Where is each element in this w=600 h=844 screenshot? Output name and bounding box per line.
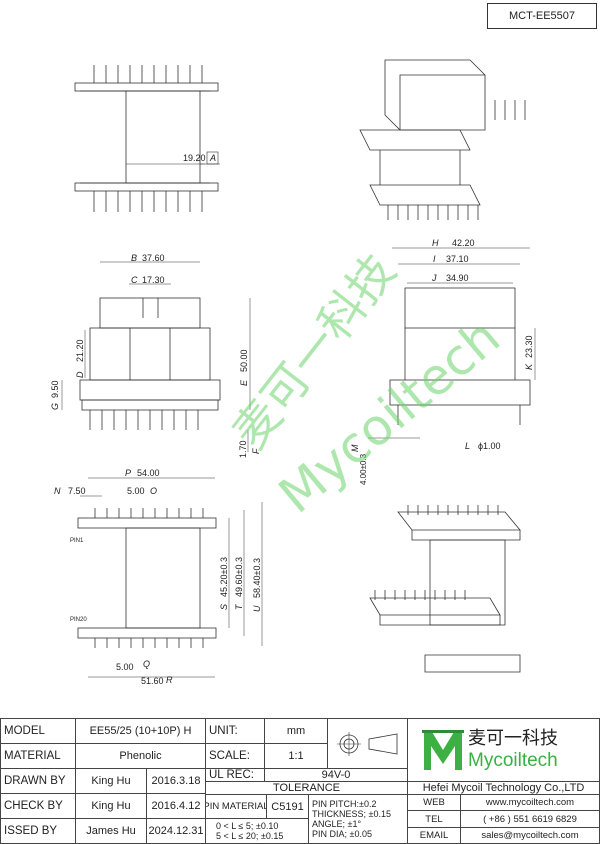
svg-text:C: C <box>131 275 138 285</box>
svg-text:D: D <box>75 371 85 378</box>
company-name: Hefei Mycoil Technology Co.,LTD <box>407 781 600 795</box>
front-view <box>74 65 220 212</box>
svg-text:E: E <box>239 379 249 386</box>
length-tolerance: 0 < L ≤ 5; ±0.10 5 < L ≤ 20; ±0.15 <box>205 818 309 844</box>
dim-O-value: 5.00 <box>127 486 145 496</box>
tol-line1: 0 < L ≤ 5; ±0.10 <box>216 821 279 831</box>
angle: ANGLE; ±1° <box>312 819 362 829</box>
svg-text:N: N <box>54 486 61 496</box>
scale-label: SCALE: <box>205 743 265 769</box>
issued-by-name: James Hu <box>75 818 147 844</box>
web-label: WEB <box>407 794 461 811</box>
projection-symbol <box>327 718 408 769</box>
dim-N-value: 7.50 <box>68 486 86 496</box>
material-value: Phenolic <box>75 743 206 769</box>
pin1-label: PIN1 <box>70 538 84 544</box>
svg-text:G: G <box>50 403 60 410</box>
drawn-by-label: DRAWN BY <box>0 768 76 794</box>
issued-by-label: ISSED BY <box>0 818 76 844</box>
check-by-date: 2016.4.12 <box>146 793 206 819</box>
tolerance-details: PIN PITCH:±0.2 THICKNESS; ±0.15 ANGLE; ±… <box>308 794 408 844</box>
dim-I-value: 37.10 <box>446 254 469 264</box>
svg-text:L: L <box>465 441 470 451</box>
svg-text:M: M <box>350 444 360 452</box>
dim-M-value: 4.00±0.3 <box>359 453 368 485</box>
scale-value: 1:1 <box>264 743 328 769</box>
drawn-by-name: King Hu <box>75 768 147 794</box>
svg-text:K: K <box>524 363 534 370</box>
svg-text:F: F <box>251 448 261 454</box>
dim-Q-value: 5.00 <box>116 662 134 672</box>
document-id: MCT-EE5507 <box>487 3 597 29</box>
mycoil-logo-icon <box>422 730 464 770</box>
dim-K-value: 23.30 <box>524 335 534 358</box>
svg-text:Q: Q <box>143 659 150 669</box>
svg-text:U: U <box>252 605 262 612</box>
pin20-label: PIN20 <box>70 617 87 623</box>
email-value[interactable]: sales@mycoiltech.com <box>460 827 600 844</box>
dim-A-letter: A <box>209 153 216 163</box>
model-label: MODEL <box>0 718 76 744</box>
pin-pitch: PIN PITCH:±0.2 <box>312 799 377 809</box>
bottom-view <box>77 477 263 678</box>
logo-text-en: Mycoiltech <box>468 750 558 771</box>
dim-B-value: 37.60 <box>142 253 165 263</box>
right-side-view <box>368 247 536 439</box>
isometric-view-bottom <box>369 505 521 673</box>
pin-dia: PIN DIA; ±0.05 <box>312 829 372 839</box>
dim-G-value: 9.50 <box>50 380 60 398</box>
unit-label: UNIT: <box>205 718 265 744</box>
ul-rec-label: UL REC: <box>205 768 265 782</box>
third-angle-projection-icon <box>336 731 397 756</box>
web-value[interactable]: www.mycoiltech.com <box>460 794 600 811</box>
dim-H-value: 42.20 <box>452 238 475 248</box>
title-block: MODEL EE55/25 (10+10P) H UNIT: mm MATERI… <box>0 718 600 844</box>
svg-text:S: S <box>219 604 229 610</box>
dim-T-value: 49.60±0.3 <box>234 557 244 597</box>
svg-text:H: H <box>432 238 439 248</box>
svg-text:T: T <box>234 603 244 610</box>
pin-material-value: C5191 <box>266 794 309 819</box>
email-label: EMAIL <box>407 827 461 844</box>
tel-value: ( +86 ) 551 6619 6829 <box>460 810 600 828</box>
side-view <box>61 261 251 452</box>
tol-line2: 5 < L ≤ 20; ±0.15 <box>216 831 284 841</box>
check-by-name: King Hu <box>75 793 147 819</box>
dim-C-value: 17.30 <box>142 275 165 285</box>
logo-text-cn: 麦可一科技 <box>468 728 558 749</box>
tolerance-label: TOLERANCE <box>205 781 408 795</box>
svg-text:I: I <box>433 254 436 264</box>
check-by-label: CHECK BY <box>0 793 76 819</box>
svg-text:B: B <box>131 253 137 263</box>
ul-rec-value: 94V-0 <box>264 768 408 782</box>
dim-S-value: 45.20±0.3 <box>219 557 229 597</box>
svg-text:P: P <box>125 468 131 478</box>
dim-F-value: 1.70 <box>238 440 248 458</box>
dim-R-value: 51.60 <box>141 676 164 686</box>
dim-U-value: 58.40±0.3 <box>252 558 262 598</box>
tel-label: TEL <box>407 810 461 828</box>
svg-text:R: R <box>166 675 173 685</box>
svg-text:J: J <box>431 273 437 283</box>
dim-L-value: ϕ1.00 <box>478 441 501 451</box>
dim-P-value: 54.00 <box>137 468 160 478</box>
dim-E-value: 50.00 <box>239 349 249 372</box>
model-value: EE55/25 (10+10P) H <box>75 718 206 744</box>
svg-text:O: O <box>150 486 157 496</box>
material-label: MATERIAL <box>0 743 76 769</box>
isometric-view-top <box>359 59 526 220</box>
dim-A-value: 19.20 <box>183 153 206 163</box>
company-logo: 麦可一科技 Mycoiltech <box>407 718 600 782</box>
drawn-by-date: 2016.3.18 <box>146 768 206 794</box>
unit-value: mm <box>264 718 328 744</box>
pin-material-label: PIN MATERIAL <box>205 794 267 819</box>
issued-by-date: 2024.12.31 <box>146 818 206 844</box>
technical-drawing: 19.20 A 37.60 B 17.30 C D 21.20 E 50.00 … <box>50 59 536 686</box>
dim-D-value: 21.20 <box>75 339 85 362</box>
thickness: THICKNESS; ±0.15 <box>312 809 391 819</box>
dim-J-value: 34.90 <box>446 273 469 283</box>
